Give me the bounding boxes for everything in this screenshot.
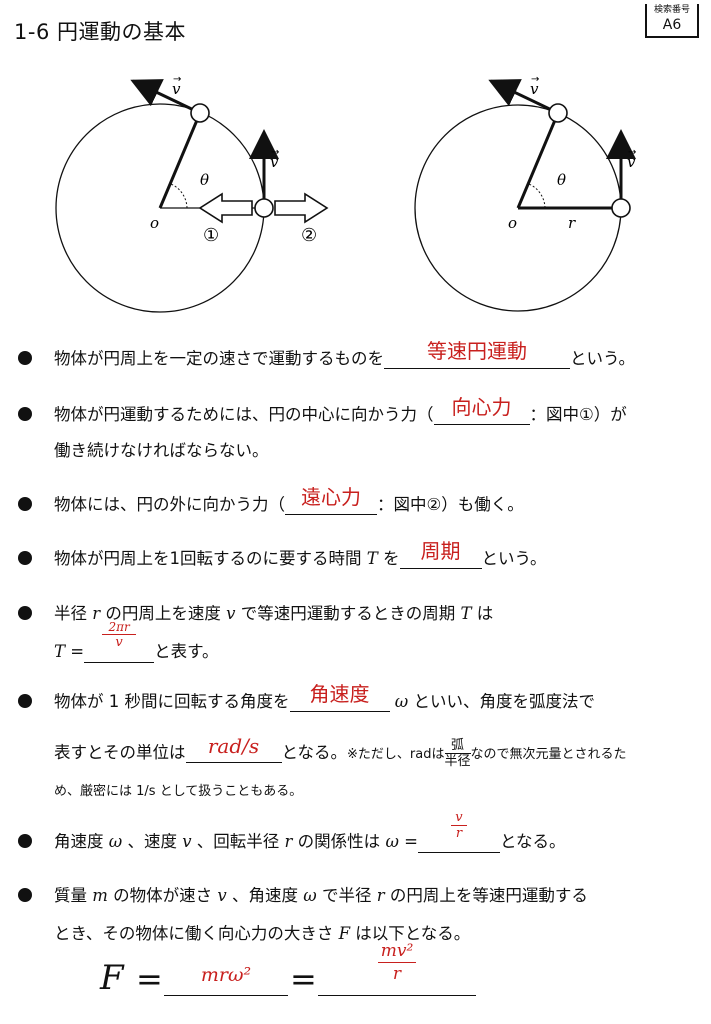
velocity-label-top: v <box>172 80 181 98</box>
circular-motion-diagram-radius: v → v → θ o r <box>414 74 636 312</box>
centripetal-force-formula: F = mrω² = mv² r <box>100 940 500 1024</box>
item-line: 物体が円周上を一定の速さで運動するものを等速円運動 という。 <box>54 339 636 369</box>
bullet-icon <box>18 834 32 848</box>
bullet-icon <box>18 407 32 421</box>
object-top <box>548 103 568 123</box>
circular-motion-diagram-forces: v → v → θ o ① ② <box>55 74 329 313</box>
answer-blank: 遠心力 <box>285 485 377 515</box>
formula-answer-blank-1: mrω² <box>164 940 288 996</box>
radius-line <box>158 112 202 209</box>
answer-denominator: r <box>455 826 463 841</box>
bullet-icon <box>18 551 32 565</box>
answer-denominator: v <box>115 635 123 650</box>
search-number-box: 検索番号 A6 <box>645 4 699 38</box>
theta-label: θ <box>557 171 566 189</box>
item-line: 半径 r の円周上を速度 v で等速円運動するときの周期 T は <box>54 604 494 623</box>
arc-over-radius-fraction: 弧半径 <box>444 738 471 769</box>
velocity-arrow-top <box>488 79 559 115</box>
origin-label: o <box>150 214 159 232</box>
item-line: 物体が円周上を1回転するのに要する時間 T を周期 という。 <box>54 539 547 569</box>
theta-label: θ <box>200 171 209 189</box>
item-line: 物体には、円の外に向かう力（遠心力 ：図中②）も働く。 <box>54 485 524 515</box>
velocity-arrow-top <box>130 79 201 115</box>
bullet-icon <box>18 888 32 902</box>
velocity-arrow-accent-right: → <box>628 147 636 158</box>
item-line: 物体が円運動するためには、円の中心に向かう力（向心力 ：図中①）が <box>54 395 627 425</box>
bullet-icon <box>18 351 32 365</box>
search-number-code: A6 <box>662 17 682 33</box>
formula-answer-blank-2: mv² r <box>318 940 476 996</box>
answer-blank: 角速度 <box>289 682 390 712</box>
velocity-label-right: v <box>270 153 279 171</box>
answer-blank: 向心力 <box>433 395 530 425</box>
item-line: 質量 m の物体が速さ v 、角速度 ω で半径 r の円周上を等速円運動する <box>54 886 588 905</box>
force-label-1: ① <box>203 225 219 246</box>
item-line-2: 働き続けなければならない。 <box>54 441 269 460</box>
bullet-icon <box>18 497 32 511</box>
item-line-2: とき、その物体に働く向心力の大きさ F は以下となる。 <box>54 924 471 943</box>
bullet-icon <box>18 694 32 708</box>
formula-lhs: F <box>100 958 124 998</box>
object-right <box>611 198 631 218</box>
formula-answer-2-numerator: mv² <box>377 940 417 963</box>
origin-label: o <box>508 214 517 232</box>
search-number-label: 検索番号 <box>653 5 690 15</box>
radius-label: r <box>568 214 576 232</box>
angle-arc <box>528 183 546 209</box>
item-line-3: め、厳密には 1/s として扱うこともある。 <box>54 784 303 799</box>
answer-numerator: 2πr <box>102 620 137 635</box>
answer-blank: 周期 <box>399 539 482 569</box>
item-line: 物体が 1 秒間に回転する角度を角速度 ω といい、角度を弧度法で <box>54 682 595 712</box>
object-right <box>254 198 274 218</box>
velocity-arrow-accent-right: → <box>271 147 279 158</box>
velocity-arrow-accent-top: → <box>173 74 181 85</box>
angle-arc <box>170 183 188 209</box>
answer-numerator: v <box>450 810 467 826</box>
bullet-icon <box>18 606 32 620</box>
formula-answer-2-denominator: r <box>392 964 402 984</box>
page-title: 1-6 円運動の基本 <box>14 20 186 44</box>
centrifugal-force-arrow <box>274 192 329 224</box>
velocity-label-right: v <box>627 153 636 171</box>
formula-equals-2: = <box>290 960 317 998</box>
velocity-label-top: v <box>530 80 539 98</box>
object-top <box>190 103 210 123</box>
velocity-arrow-accent-top: → <box>531 74 539 85</box>
formula-equals-1: = <box>136 960 163 998</box>
force-label-2: ② <box>301 225 317 246</box>
radius-line <box>516 112 560 209</box>
answer-blank: 等速円運動 <box>384 339 570 369</box>
centripetal-force-arrow <box>198 192 253 224</box>
answer-blank: rad/s <box>185 734 282 763</box>
formula-answer-1: mrω² <box>200 964 252 986</box>
